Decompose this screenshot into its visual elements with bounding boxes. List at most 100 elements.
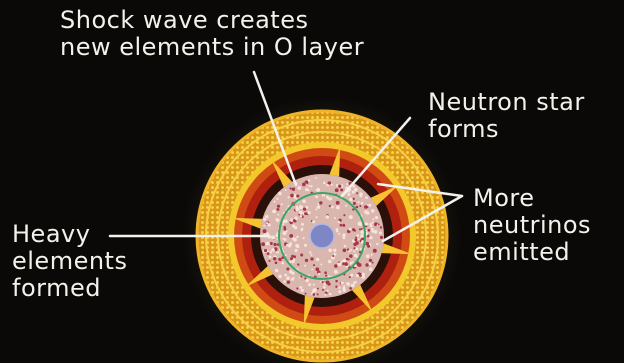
core-particle — [374, 230, 378, 234]
core-particle — [340, 224, 343, 227]
core-particle — [296, 195, 299, 198]
core-particle — [308, 283, 311, 286]
heavy-elements-label-line-3: formed — [12, 275, 127, 302]
core-particle — [290, 194, 294, 198]
core-particle — [369, 268, 373, 272]
core-particle — [343, 248, 347, 252]
core-particle — [304, 265, 306, 267]
core-particle — [293, 238, 297, 242]
core-particle — [281, 203, 283, 205]
core-particle — [349, 198, 353, 202]
core-particle — [270, 251, 273, 254]
core-particle — [334, 270, 338, 274]
core-particle — [270, 242, 273, 245]
core-particle — [317, 293, 319, 295]
core-particle — [300, 276, 302, 278]
core-particle — [317, 288, 319, 290]
core-particle — [352, 228, 355, 231]
core-particle — [312, 220, 315, 223]
core-particle — [356, 234, 359, 237]
core-particle — [341, 282, 343, 284]
core-particle — [283, 228, 286, 231]
core-particle — [278, 275, 281, 278]
core-particle — [271, 236, 275, 240]
core-particle — [353, 242, 357, 246]
core-particle — [276, 219, 279, 222]
core-particle — [331, 183, 333, 185]
core-particle — [289, 234, 293, 238]
core-particle — [359, 205, 361, 207]
core-particle — [293, 255, 296, 258]
core-particle — [375, 216, 378, 219]
core-particle — [317, 205, 321, 209]
core-particle — [350, 262, 353, 265]
core-particle — [271, 248, 275, 252]
core-particle — [365, 263, 368, 266]
core-particle — [322, 289, 324, 291]
core-particle — [312, 289, 316, 293]
core-particle — [343, 285, 345, 287]
core-particle — [273, 201, 275, 203]
core-particle — [310, 185, 312, 187]
core-particle — [335, 280, 338, 283]
core-particle — [269, 236, 271, 238]
core-particle — [338, 185, 341, 188]
core-particle — [311, 268, 313, 270]
core-particle — [333, 249, 336, 252]
core-particle — [356, 206, 359, 209]
core-particle — [285, 189, 287, 191]
core-particle — [342, 262, 345, 265]
core-particle — [328, 260, 332, 264]
core-particle — [297, 263, 299, 265]
core-particle — [344, 245, 347, 248]
core-particle — [336, 201, 340, 205]
core-particle — [299, 286, 302, 289]
core-particle — [336, 184, 338, 186]
core-particle — [311, 254, 313, 256]
core-particle — [276, 252, 278, 254]
core-particle — [343, 288, 346, 291]
core-particle — [281, 262, 284, 265]
core-particle — [301, 223, 304, 226]
shock-wave-label: Shock wave creates new elements in O lay… — [60, 7, 364, 61]
core-particle — [261, 242, 265, 246]
core-particle — [318, 273, 320, 275]
core-particle — [316, 188, 320, 192]
core-particle — [354, 238, 357, 241]
core-particle — [359, 228, 361, 230]
core-particle — [263, 225, 265, 227]
core-particle — [279, 259, 281, 261]
core-particle — [277, 205, 280, 208]
core-particle — [320, 264, 322, 266]
core-particle — [334, 264, 338, 268]
core-particle — [316, 258, 319, 261]
core-particle — [323, 286, 326, 289]
core-particle — [309, 251, 311, 253]
core-particle — [284, 238, 287, 241]
core-particle — [286, 267, 289, 270]
core-particle — [267, 252, 270, 255]
core-particle — [338, 221, 340, 223]
core-particle — [349, 287, 352, 290]
core-particle — [282, 223, 284, 225]
core-particle — [361, 240, 363, 242]
core-particle — [336, 205, 340, 209]
core-particle — [338, 233, 340, 235]
core-particle — [372, 218, 374, 220]
core-particle — [346, 183, 348, 185]
core-particle — [295, 218, 297, 220]
core-particle — [349, 254, 353, 258]
core-particle — [356, 248, 359, 251]
more-neutrinos-label-line-3: emitted — [473, 239, 591, 266]
core-particle — [315, 208, 317, 210]
core-particle — [291, 278, 294, 281]
core-particle — [292, 187, 296, 191]
core-particle — [377, 224, 379, 226]
core-particle — [325, 275, 327, 277]
core-particle — [364, 205, 368, 209]
core-particle — [349, 215, 353, 219]
core-particle — [275, 269, 278, 272]
core-particle — [352, 191, 355, 194]
core-particle — [379, 232, 382, 235]
